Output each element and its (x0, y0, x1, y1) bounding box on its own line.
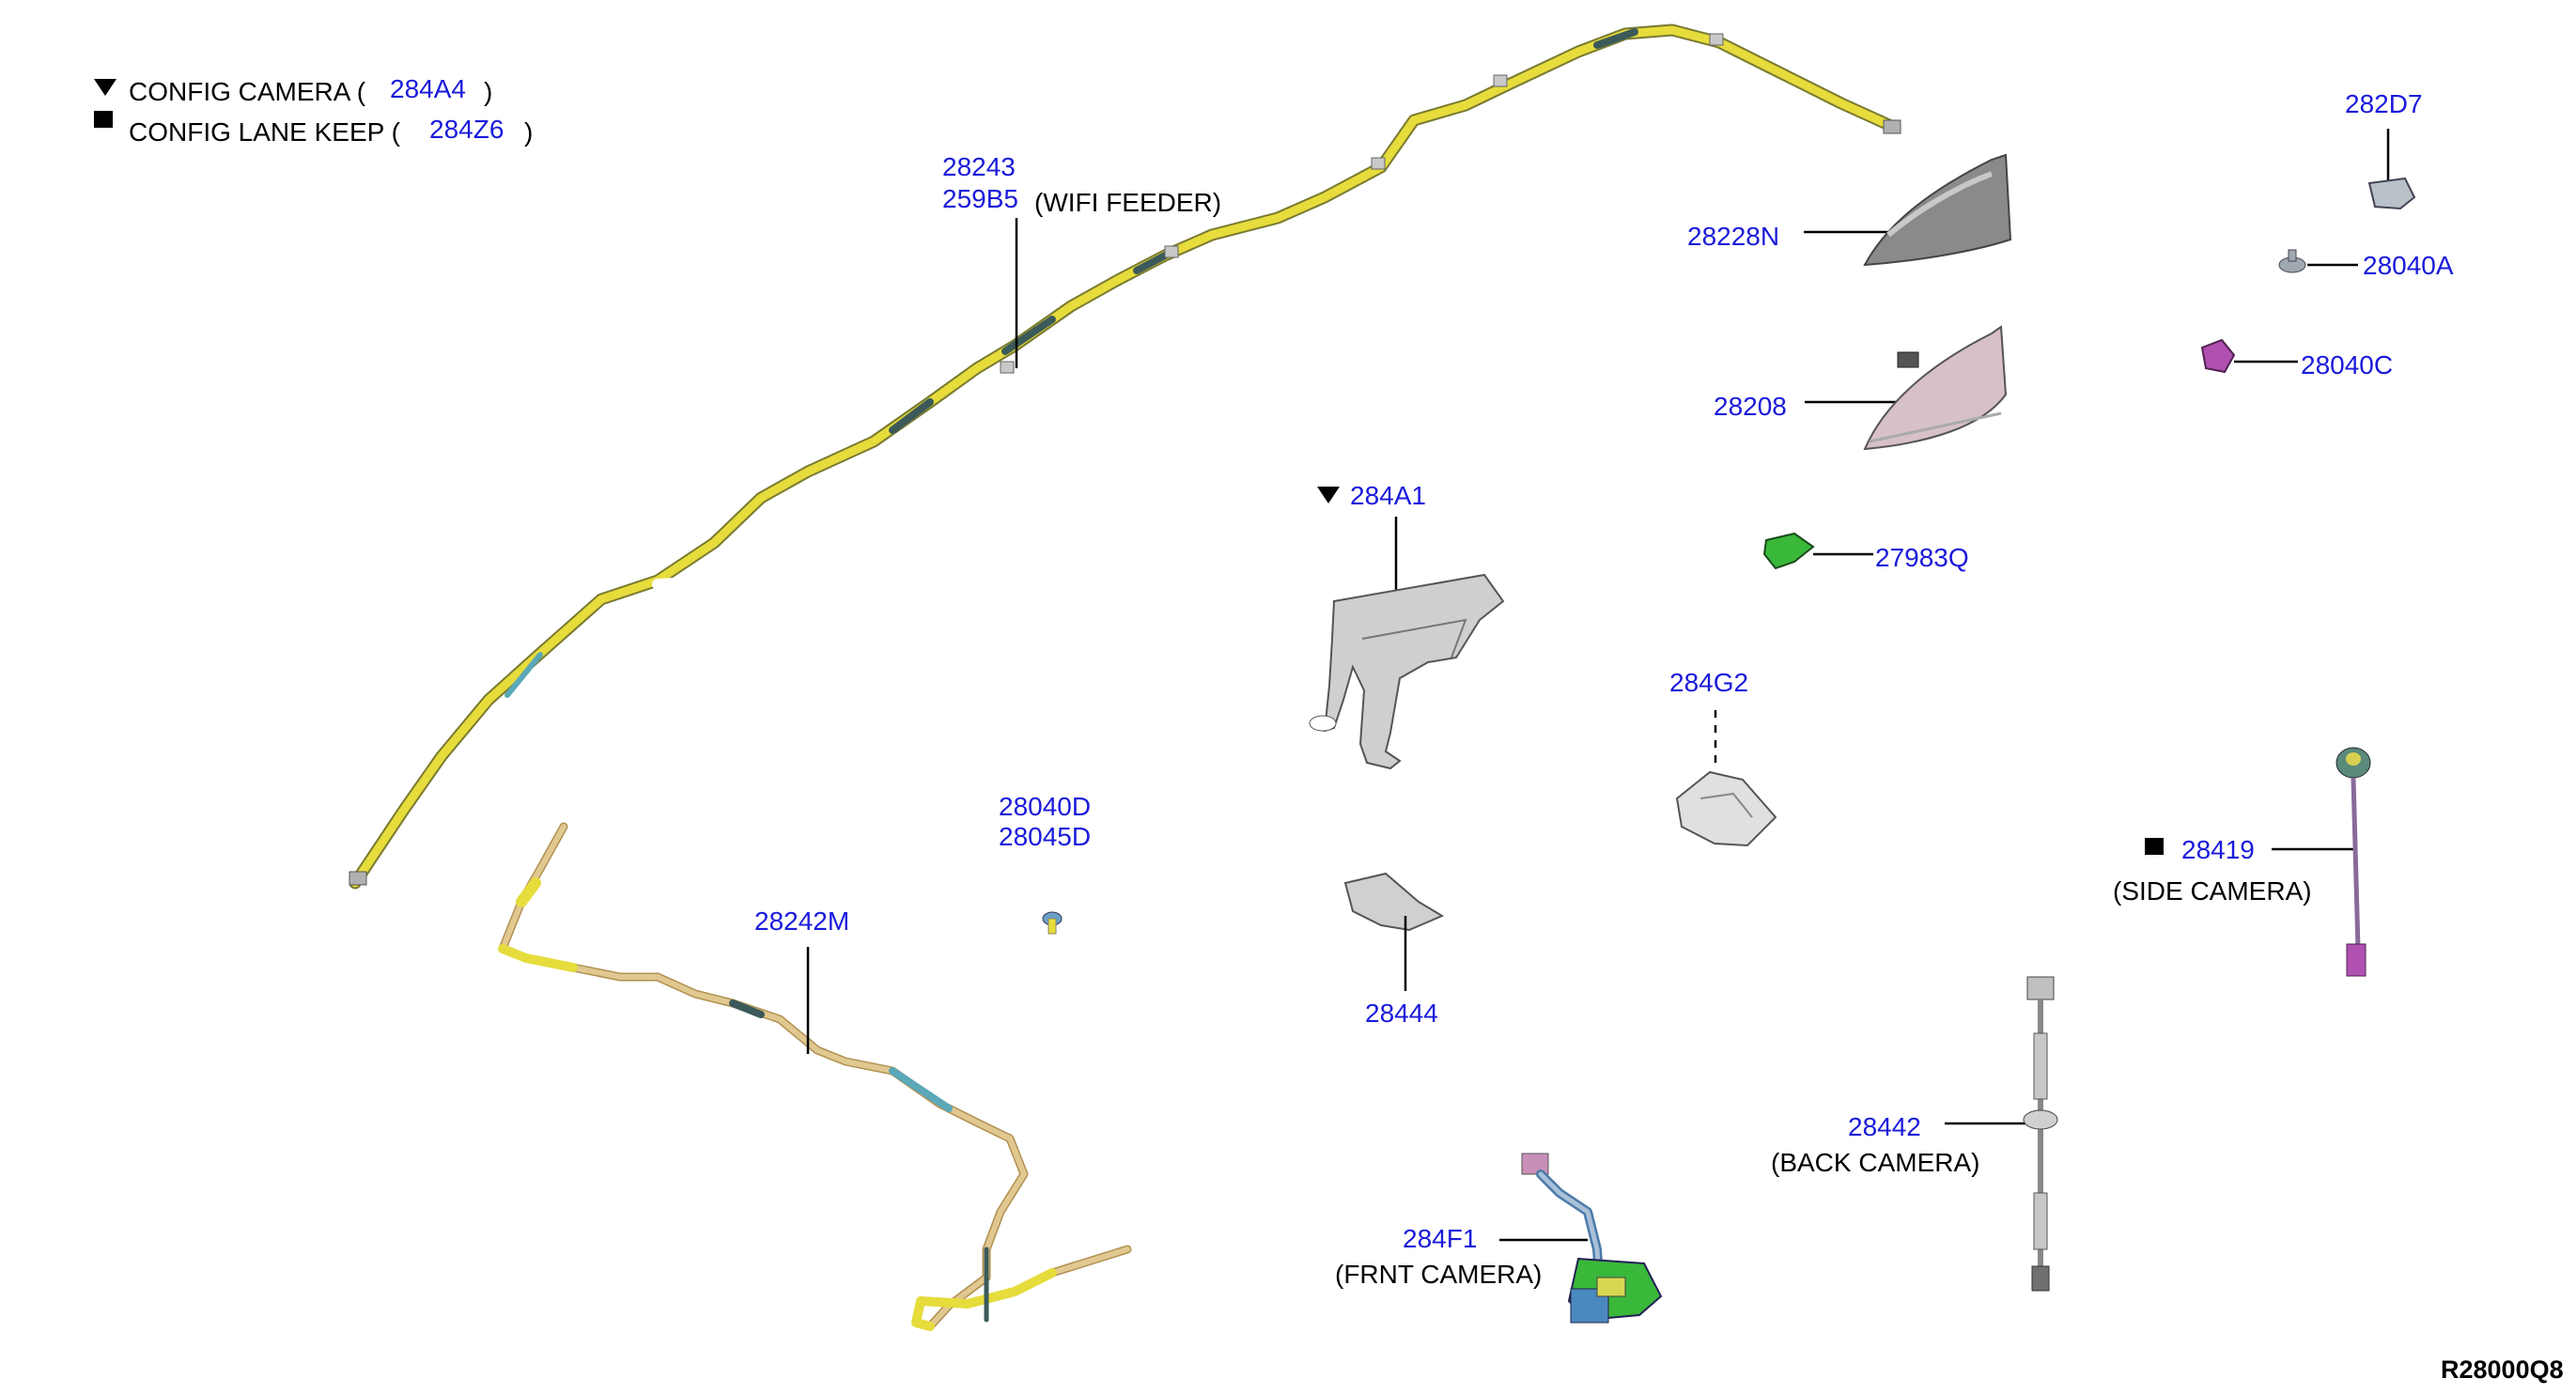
legend-camera-close: ) (484, 77, 492, 106)
bracket-284A1 (1309, 573, 1505, 770)
antenna-cover-28228N (1863, 153, 2012, 267)
part-282D7[interactable]: 282D7 (2345, 89, 2423, 118)
part-28242M[interactable]: 28242M (754, 906, 849, 936)
harness-28243 (349, 23, 1901, 890)
part-28208[interactable]: 28208 (1714, 392, 1787, 421)
legend-camera-part[interactable]: 284A4 (390, 74, 466, 103)
harness-28242M (498, 822, 1132, 1331)
part-284F1[interactable]: 284F1 (1403, 1224, 1477, 1253)
clip-28040A (2278, 249, 2306, 273)
part-284G2[interactable]: 284G2 (1669, 668, 1748, 697)
part-259B5[interactable]: 259B5 (942, 184, 1018, 213)
part-28228N[interactable]: 28228N (1687, 222, 1779, 251)
part-28442[interactable]: 28442 (1848, 1112, 1921, 1141)
triangle-down-icon-284A1 (1317, 487, 1340, 503)
label-side-camera: (SIDE CAMERA) (2113, 876, 2312, 906)
label-back-camera: (BACK CAMERA) (1771, 1148, 1979, 1177)
cover-284G2 (1675, 770, 1777, 847)
clip-28040C (2200, 338, 2236, 374)
diagram-code: R28000Q8 (2441, 1355, 2564, 1384)
part-28040C[interactable]: 28040C (2301, 350, 2393, 379)
triangle-down-icon (94, 79, 116, 96)
part-27983Q[interactable]: 27983Q (1875, 543, 1969, 572)
part-28040D[interactable]: 28040D (999, 792, 1091, 821)
square-icon (94, 111, 113, 128)
part-28040A[interactable]: 28040A (2363, 251, 2454, 280)
side-camera-28419 (2335, 747, 2371, 977)
label-wifi-feeder: (WIFI FEEDER) (1034, 188, 1221, 217)
antenna-base-28208 (1863, 325, 2008, 451)
label-frnt-camera: (FRNT CAMERA) (1335, 1260, 1542, 1289)
part-28419[interactable]: 28419 (2181, 835, 2255, 864)
legend-camera-label: CONFIG CAMERA ( (129, 77, 366, 106)
legend: CONFIG CAMERA ( 284A4 ) CONFIG LANE KEEP… (94, 74, 533, 147)
square-icon-28419 (2145, 838, 2164, 855)
part-28444[interactable]: 28444 (1365, 999, 1438, 1028)
connector-27983Q (1762, 532, 1815, 570)
part-28243[interactable]: 28243 (942, 152, 1016, 181)
legend-lane-close: ) (524, 117, 533, 147)
bracket-28444 (1343, 872, 1445, 932)
part-28045D[interactable]: 28045D (999, 822, 1091, 851)
legend-lane-label: CONFIG LANE KEEP ( (129, 117, 401, 147)
front-camera-284F1 (1521, 1153, 1663, 1324)
clip-282D7 (2367, 177, 2416, 210)
back-camera-28442 (2023, 976, 2058, 1292)
clip-28040D (1042, 911, 1063, 935)
legend-lane-part[interactable]: 284Z6 (429, 115, 504, 144)
part-284A1[interactable]: 284A1 (1350, 481, 1426, 510)
